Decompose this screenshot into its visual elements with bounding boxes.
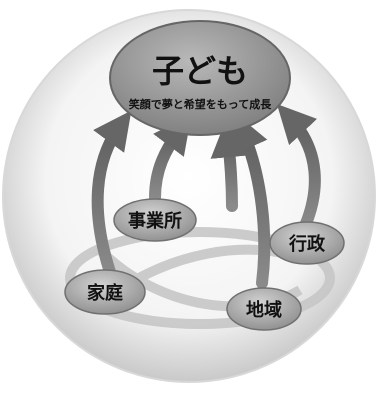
arrow-office-to-child	[149, 114, 192, 204]
arrow-community-to-child	[232, 112, 271, 289]
office-label: 事業所	[128, 210, 182, 232]
office-ellipse	[113, 198, 197, 242]
child-subtitle: 笑顔で夢と希望をもって成長	[129, 97, 272, 111]
arrow-government-to-child	[276, 103, 321, 232]
node-community: 地域	[226, 287, 302, 331]
community-ellipse	[226, 287, 302, 331]
node-home: 家庭	[64, 269, 146, 315]
child-node: 子ども 笑顔で夢と希望をもって成長	[109, 20, 291, 136]
arrow-community-upper-to-child	[210, 118, 249, 212]
floor-ring-outer	[65, 227, 335, 329]
child-ellipse	[109, 20, 291, 136]
home-label: 家庭	[87, 282, 123, 304]
arrows	[91, 103, 321, 289]
node-office: 事業所	[113, 198, 197, 242]
community-label: 地域	[246, 299, 282, 321]
government-ellipse	[269, 221, 345, 265]
child-title: 子ども	[152, 52, 248, 90]
node-government: 行政	[269, 221, 345, 265]
arrow-home-to-child	[91, 110, 132, 278]
home-ellipse	[64, 269, 146, 315]
government-label: 行政	[288, 233, 326, 255]
